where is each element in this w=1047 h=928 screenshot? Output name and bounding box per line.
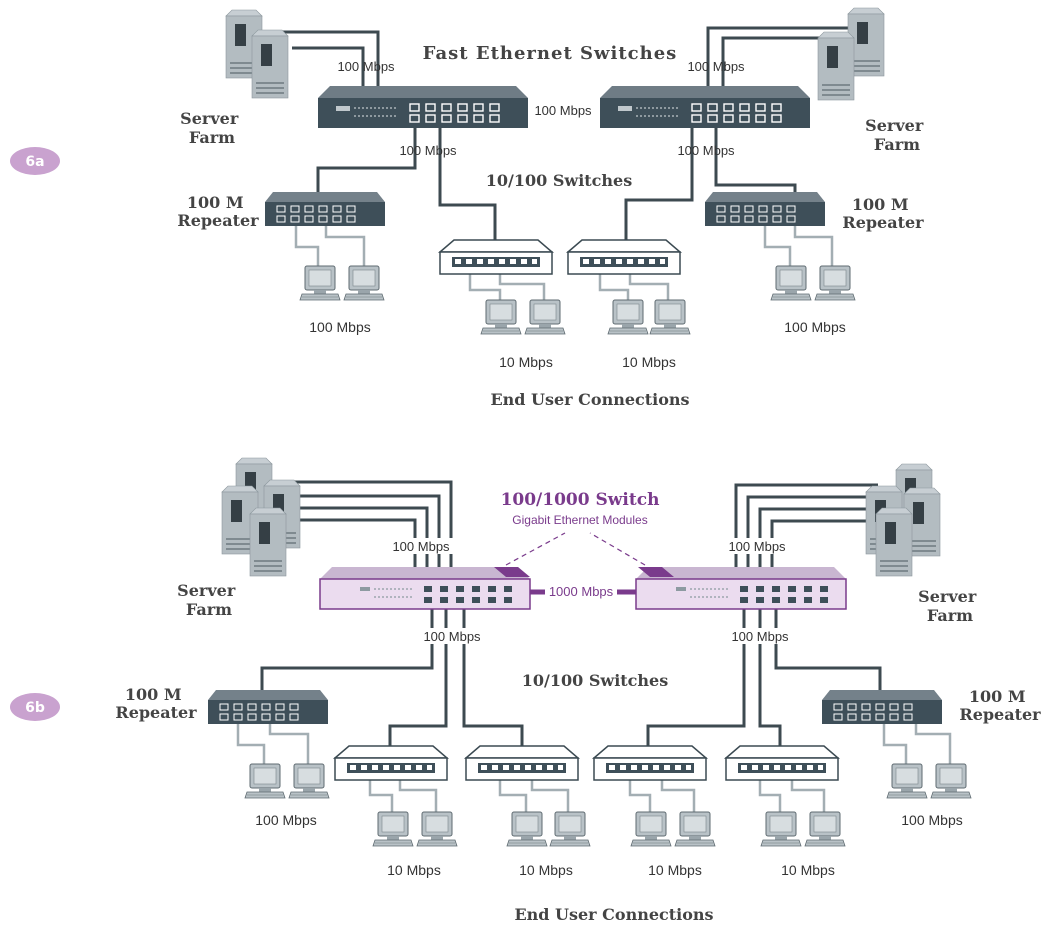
label-speed-switch-4: 10 Mbps (781, 862, 835, 878)
repeater-right (704, 191, 826, 227)
label-server-farm-right-6b: Server Farm (918, 587, 982, 625)
badge-6b: 6b (10, 693, 60, 721)
label-downlink-right: 100 Mbps (677, 143, 735, 158)
downlink-cables-left (316, 128, 497, 240)
switch-10-100-2 (465, 745, 579, 781)
end-user-pcs-6a (299, 265, 856, 335)
repeater-right-6b (821, 689, 943, 725)
title-fast-ethernet-switches: Fast Ethernet Switches (423, 43, 678, 64)
label-speed-switch-left: 10 Mbps (499, 354, 553, 370)
label-repeater-right: 100 M Repeater (842, 195, 924, 232)
footer-end-user-connections-6b: End User Connections (514, 905, 713, 924)
label-speed-switch-1: 10 Mbps (387, 862, 441, 878)
pc-cables-6a (294, 226, 834, 300)
gigabit-switch-left (319, 566, 531, 610)
switch-10-100-left (439, 239, 553, 275)
downlink-cables-right (624, 128, 797, 240)
label-server-farm-right: Server Farm (865, 116, 929, 154)
label-server-farm-left: Server Farm (180, 109, 244, 147)
subtitle-gigabit-modules: Gigabit Ethernet Modules (512, 513, 647, 527)
fast-ethernet-switch-left (317, 85, 529, 129)
label-downlink-left: 100 Mbps (399, 143, 457, 158)
label-switches-6a: 10/100 Switches (486, 171, 632, 190)
label-speed-repeater-left: 100 Mbps (309, 319, 370, 335)
server-farm-left-icon-6b (221, 457, 301, 577)
repeater-left (264, 191, 386, 227)
label-downlink-right-6b: 100 Mbps (731, 629, 789, 644)
footer-end-user-connections-6a: End User Connections (490, 390, 689, 409)
label-backbone-link: 100 Mbps (534, 103, 592, 118)
server-cables-right-6b (734, 483, 878, 580)
label-speed-switch-right: 10 Mbps (622, 354, 676, 370)
repeater-left-6b (207, 689, 329, 725)
switch-10-100-right (567, 239, 681, 275)
switch-10-100-1 (334, 745, 448, 781)
server-cables-right (706, 26, 850, 100)
label-downlink-left-6b: 100 Mbps (423, 629, 481, 644)
label-repeater-left-6b: 100 M Repeater (115, 685, 197, 722)
title-gigabit-switch: 100/1000 Switch (501, 490, 660, 510)
label-speed-switch-3: 10 Mbps (648, 862, 702, 878)
svg-text:6a: 6a (25, 154, 44, 170)
switch-10-100-3 (593, 745, 707, 781)
label-switches-6b: 10/100 Switches (522, 671, 668, 690)
label-speed-repeater-left-6b: 100 Mbps (255, 812, 316, 828)
label-repeater-left: 100 M Repeater (177, 193, 259, 230)
badge-6a: 6a (10, 147, 60, 175)
label-server-farm-left-6b: Server Farm (177, 581, 241, 619)
label-speed-repeater-right: 100 Mbps (784, 319, 845, 335)
label-server-link-left: 100 Mbps (337, 59, 395, 74)
diagram-6a: Fast Ethernet Switches 100 Mbps 100 Mbps… (177, 7, 929, 409)
label-speed-switch-2: 10 Mbps (519, 862, 573, 878)
diagram-6b: 100/1000 Switch Gigabit Ethernet Modules… (115, 457, 1041, 924)
label-gigabit-backbone: 1000 Mbps (549, 584, 614, 599)
server-farm-right-icon (817, 7, 885, 101)
pc-cables-6b (236, 724, 952, 812)
label-server-link-right-6b: 100 Mbps (728, 539, 786, 554)
label-server-link-left-6b: 100 Mbps (392, 539, 450, 554)
fast-ethernet-switch-right (599, 85, 811, 129)
server-farm-left-icon (225, 9, 289, 99)
gigabit-switch-right (635, 566, 847, 610)
switch-10-100-4 (725, 745, 839, 781)
label-repeater-right-6b: 100 M Repeater (959, 687, 1041, 724)
label-server-link-right: 100 Mbps (687, 59, 745, 74)
gigabit-module-callout (505, 532, 646, 566)
svg-text:6b: 6b (25, 700, 45, 716)
label-speed-repeater-right-6b: 100 Mbps (901, 812, 962, 828)
server-cables-left (263, 30, 380, 100)
server-farm-right-icon-6b (865, 463, 941, 577)
